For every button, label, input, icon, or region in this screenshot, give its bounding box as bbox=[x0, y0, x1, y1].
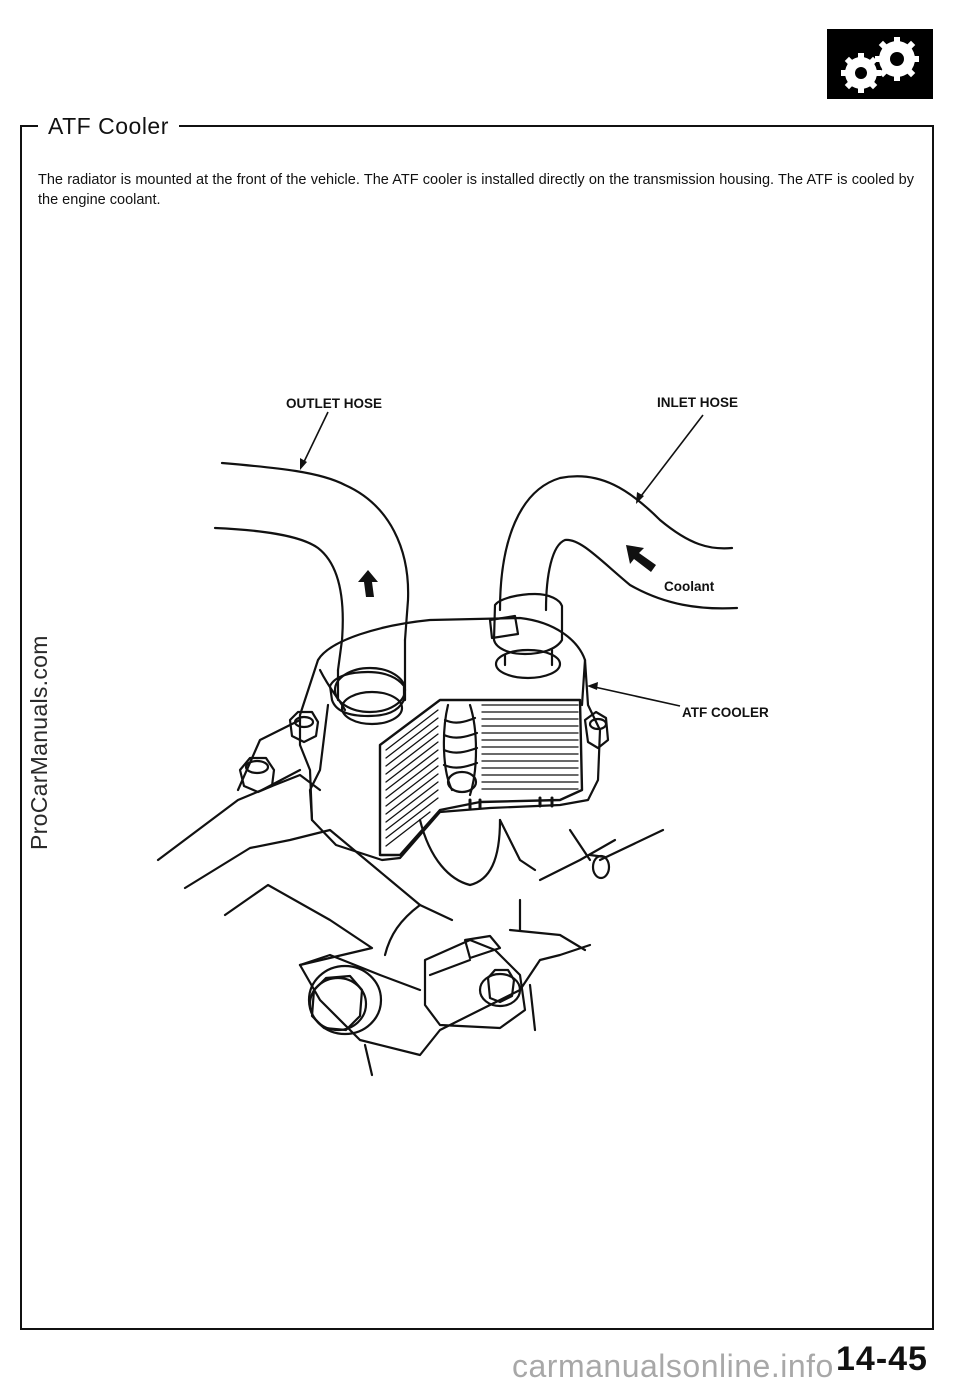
mounting-bracket bbox=[423, 934, 527, 1030]
flow-arrow-in bbox=[626, 545, 656, 572]
transmission-housing bbox=[156, 718, 665, 1077]
side-watermark: ProCarManuals.com bbox=[26, 635, 52, 850]
page-number: 14-45 bbox=[836, 1340, 928, 1378]
footer-watermark: carmanualsonline.info bbox=[512, 1348, 834, 1384]
label-inlet-hose: INLET HOSE bbox=[657, 395, 738, 410]
label-outlet-hose: OUTLET HOSE bbox=[286, 396, 382, 411]
gears-icon bbox=[827, 29, 933, 99]
section-title: ATF Cooler bbox=[38, 110, 179, 142]
mount-bolt-right bbox=[583, 710, 610, 750]
atf-cooler-body bbox=[298, 616, 602, 887]
flow-arrow-up bbox=[358, 570, 378, 597]
label-atf-cooler: ATF COOLER bbox=[682, 705, 769, 720]
outlet-hose bbox=[213, 461, 410, 726]
section-frame bbox=[20, 125, 934, 1330]
inlet-hose bbox=[488, 475, 739, 680]
label-coolant: Coolant bbox=[664, 579, 715, 594]
drain-bolt bbox=[307, 964, 383, 1036]
intro-paragraph: The radiator is mounted at the front of … bbox=[38, 172, 914, 208]
